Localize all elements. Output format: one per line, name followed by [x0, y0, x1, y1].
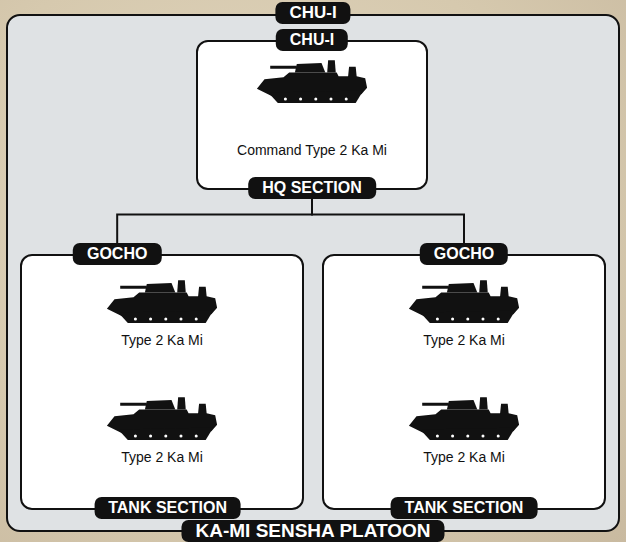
hq-section-box: CHU-ICommand Type 2 Ka MiHQ SECTION	[196, 40, 428, 190]
unit-title-tab: KA-MI SENSHA PLATOON	[181, 520, 444, 542]
vehicle-label: Type 2 Ka Mi	[328, 449, 600, 465]
rank-tab: TANK SECTION	[94, 497, 241, 519]
tank-silhouette	[105, 278, 219, 326]
rank-tab: CHU-I	[275, 2, 350, 24]
command-line	[312, 199, 464, 243]
tank-silhouette	[407, 395, 521, 443]
rank-tab: CHU-I	[276, 29, 348, 51]
vehicle-label: Type 2 Ka Mi	[328, 332, 600, 348]
vehicle-label: Command Type 2 Ka Mi	[202, 142, 422, 158]
rank-tab: HQ SECTION	[248, 177, 376, 199]
command-line	[117, 199, 312, 243]
tank-silhouette	[407, 278, 521, 326]
tank-silhouette	[255, 58, 369, 106]
tank-section-box: GOCHOType 2 Ka MiType 2 Ka MiTANK SECTIO…	[20, 254, 304, 510]
rank-tab: TANK SECTION	[391, 497, 538, 519]
tank-section-box: GOCHOType 2 Ka MiType 2 Ka MiTANK SECTIO…	[322, 254, 606, 510]
platoon-box: CHU-IKA-MI SENSHA PLATOONCHU-ICommand Ty…	[6, 14, 620, 532]
vehicle-label: Type 2 Ka Mi	[26, 332, 298, 348]
tank-silhouette	[105, 395, 219, 443]
rank-tab: GOCHO	[73, 243, 161, 265]
rank-tab: GOCHO	[420, 243, 508, 265]
vehicle-label: Type 2 Ka Mi	[26, 449, 298, 465]
